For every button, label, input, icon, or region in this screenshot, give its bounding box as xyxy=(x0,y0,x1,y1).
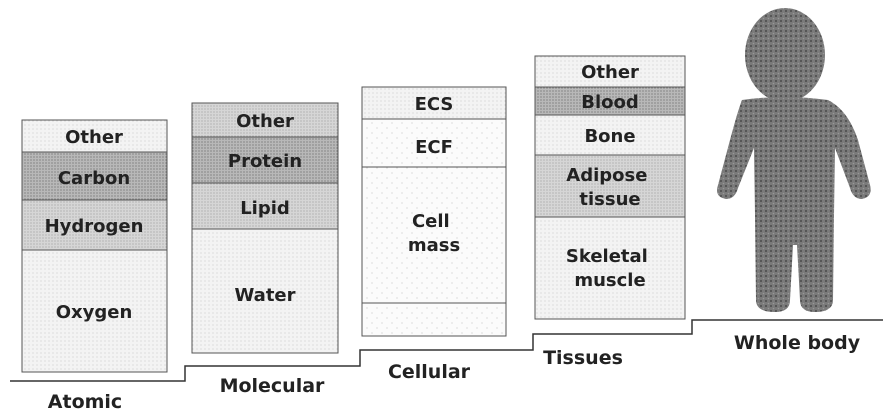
atomic-other-label: Other xyxy=(65,127,123,148)
cellular-ecs-label: ECS xyxy=(415,94,454,115)
level-label-atomic: Atomic xyxy=(48,391,122,412)
column-atomic: Other Carbon Hydrogen Oxygen xyxy=(22,120,167,372)
figure-body xyxy=(717,97,871,312)
tissues-skeletal-muscle-line: muscle xyxy=(574,270,645,291)
level-label-molecular: Molecular xyxy=(220,375,325,397)
atomic-carbon-label: Carbon xyxy=(58,168,130,189)
cellular-ecf-label: ECF xyxy=(415,137,453,158)
atomic-hydrogen-label: Hydrogen xyxy=(45,216,144,237)
level-label-cellular: Cellular xyxy=(388,361,471,383)
molecular-protein-label: Protein xyxy=(228,151,302,172)
tissues-adipose-line: tissue xyxy=(579,189,640,210)
molecular-lipid-label: Lipid xyxy=(240,198,290,219)
tissues-adipose-line: Adipose xyxy=(566,165,647,186)
cellular-cell-mass-line: mass xyxy=(408,235,460,256)
column-molecular: Other Protein Lipid Water xyxy=(192,103,338,353)
atomic-oxygen-label: Oxygen xyxy=(56,302,133,323)
cellular-cell-mass-line: Cell xyxy=(412,211,450,232)
column-cellular: ECS ECF Cell mass xyxy=(362,87,506,336)
tissues-other-label: Other xyxy=(581,62,639,83)
human-figure-icon xyxy=(717,8,871,312)
level-label-whole-body: Whole body xyxy=(734,332,861,354)
tissues-skeletal-muscle-block xyxy=(535,217,685,319)
tissues-blood-label: Blood xyxy=(581,92,639,113)
molecular-water-label: Water xyxy=(234,285,295,306)
molecular-other-label: Other xyxy=(236,111,294,132)
figure-head xyxy=(745,8,825,102)
tissues-bone-label: Bone xyxy=(584,126,635,147)
tissues-skeletal-muscle-line: Skeletal xyxy=(566,246,648,267)
column-tissues: Other Blood Bone Adipose tissue Skeletal… xyxy=(535,56,685,319)
cellular-bottom-block xyxy=(362,303,506,336)
level-label-tissues: Tissues xyxy=(543,347,623,369)
